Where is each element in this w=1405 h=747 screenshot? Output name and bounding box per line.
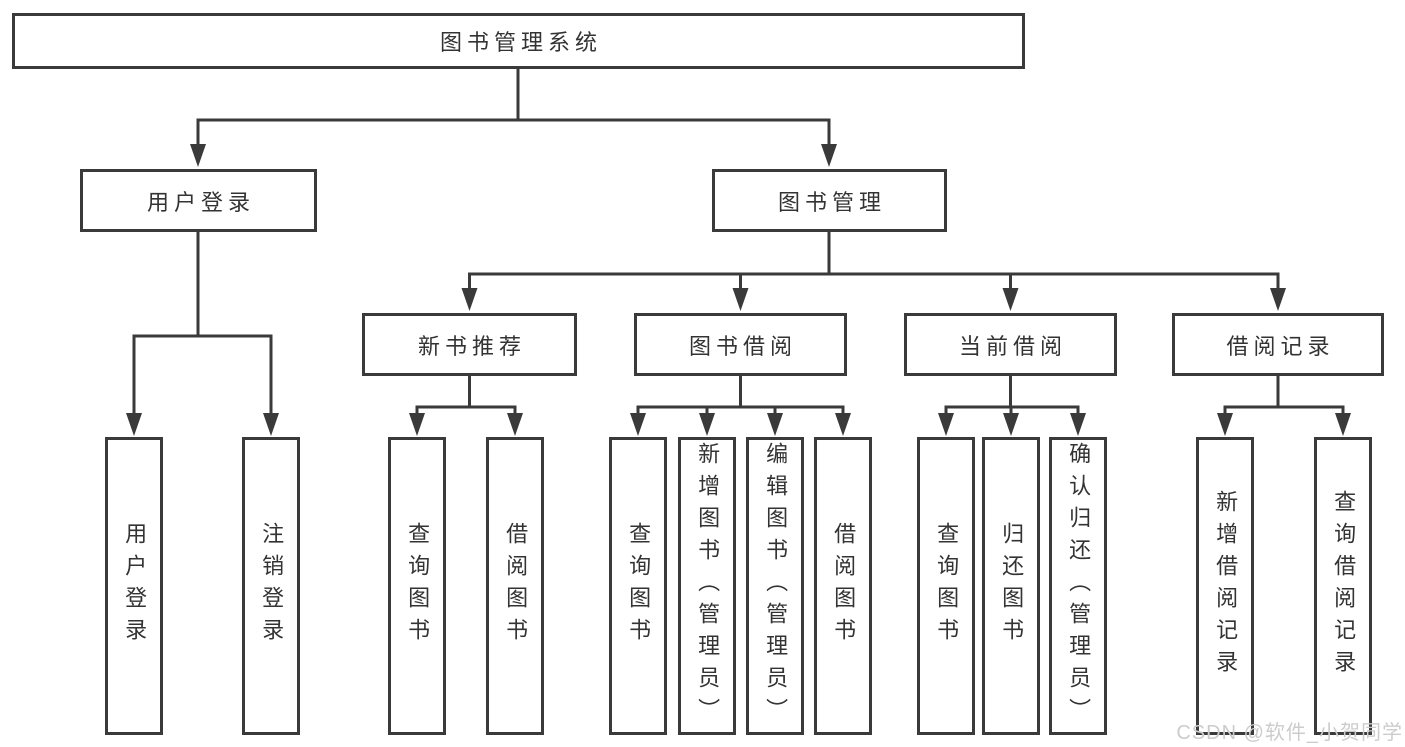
leaf-label: 查询图书 [626,522,652,650]
leaf-add-borrow-record: 新增借阅记录 [1196,437,1254,735]
node-label: 借阅记录 [1226,333,1335,359]
leaf-label: 借阅图书 [831,522,857,650]
leaf-query-books-recommend: 查询图书 [388,437,446,735]
leaf-query-borrow-record: 查询借阅记录 [1314,437,1372,735]
leaf-label: 新增图书（管理员） [695,442,721,730]
leaf-query-books-borrow: 查询图书 [609,437,667,735]
node-book-management: 图书管理 [712,169,947,232]
leaf-user-login: 用户登录 [105,437,163,735]
node-label: 图书管理 [777,189,886,215]
node-label: 新书推荐 [417,333,526,359]
node-new-book-recommend: 新书推荐 [362,313,577,376]
csdn-watermark: CSDN @软件_小贺同学 [1176,722,1403,744]
node-label: 图书管理系统 [439,30,602,55]
leaf-label: 用户登录 [122,522,148,650]
node-label: 用户登录 [146,189,255,215]
node-label: 图书借阅 [688,333,797,359]
leaf-add-book-admin: 新增图书（管理员） [678,437,736,735]
node-library-management-system: 图书管理系统 [12,13,1025,69]
leaf-label: 注销登录 [259,522,285,650]
leaf-borrow-books: 借阅图书 [814,437,872,735]
leaf-edit-book-admin: 编辑图书（管理员） [746,437,804,735]
node-borrow-records: 借阅记录 [1172,313,1384,376]
leaf-borrow-books-recommend: 借阅图书 [486,437,544,735]
node-book-borrow: 图书借阅 [634,313,847,376]
leaf-confirm-return-admin: 确认归还（管理员） [1049,437,1107,735]
leaf-query-books-current: 查询图书 [917,437,975,735]
node-user-login: 用户登录 [80,169,317,232]
leaf-label: 查询图书 [405,522,431,650]
leaf-return-book: 归还图书 [982,437,1040,735]
node-label: 当前借阅 [958,333,1067,359]
leaf-logout: 注销登录 [242,437,300,735]
leaf-label: 归还图书 [999,522,1025,650]
leaf-label: 查询借阅记录 [1331,490,1357,682]
node-current-borrow: 当前借阅 [904,313,1117,376]
leaf-label: 确认归还（管理员） [1066,442,1092,730]
leaf-label: 查询图书 [934,522,960,650]
leaf-label: 借阅图书 [503,522,529,650]
leaf-label: 新增借阅记录 [1213,490,1239,682]
leaf-label: 编辑图书（管理员） [763,442,789,730]
